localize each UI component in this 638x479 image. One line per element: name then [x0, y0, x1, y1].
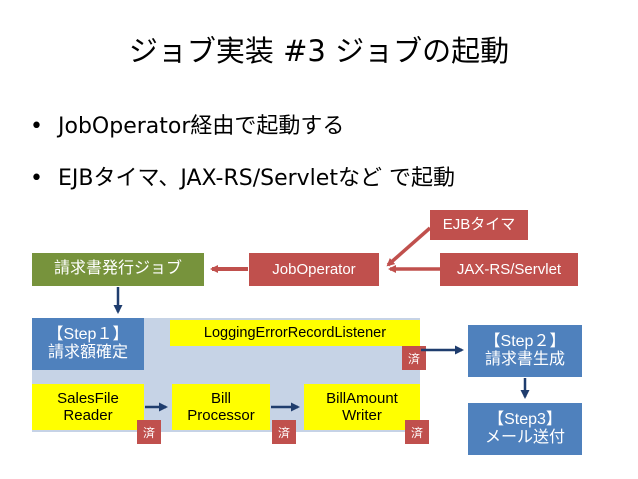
bullet-symbol: •: [30, 166, 43, 191]
processor-done-badge: 済: [272, 420, 296, 444]
reader-box: SalesFile Reader: [32, 384, 144, 430]
bullet-text-1: JobOperator経由で起動する: [58, 114, 345, 139]
writer-done-badge: 済: [405, 420, 429, 444]
processor-box: Bill Processor: [172, 384, 270, 430]
reader-line-1: SalesFile: [57, 389, 119, 407]
bullet-symbol: •: [30, 114, 43, 139]
step2-label: 【Step２】: [484, 332, 566, 350]
reader-done-badge: 済: [137, 420, 161, 444]
writer-box: BillAmount Writer: [304, 384, 420, 430]
slide-title: ジョブ実装 #3 ジョブの起動: [128, 34, 510, 68]
processor-line-2: Processor: [187, 407, 255, 424]
step3-label: 【Step3】: [488, 410, 562, 428]
bullet-text-2: EJBタイマ、JAX-RS/Servletなど で起動: [58, 166, 455, 191]
step2-box: 【Step２】 請求書生成: [468, 325, 582, 377]
step1-name: 請求額確定: [47, 344, 128, 361]
processor-line-1: Bill: [210, 389, 231, 407]
step1-label: 【Step１】: [47, 325, 129, 343]
step3-box: 【Step3】 メール送付: [468, 403, 582, 455]
listener-box: LoggingErrorRecordListener: [170, 320, 420, 346]
job-operator-box: JobOperator: [249, 253, 379, 286]
listener-done-badge: 済: [402, 346, 426, 370]
step3-name: メール送付: [484, 429, 565, 446]
jax-rs-box: JAX-RS/Servlet: [440, 253, 578, 286]
writer-line-1: BillAmount: [326, 389, 398, 407]
bullet-item-1: • JobOperator経由で起動する: [30, 108, 344, 140]
step2-name: 請求書生成: [484, 351, 565, 368]
ejb-timer-box: EJBタイマ: [430, 210, 528, 240]
billing-job-box: 請求書発行ジョブ: [32, 253, 204, 286]
arrow-ejb-to-operator: [386, 226, 432, 267]
writer-line-2: Writer: [342, 407, 382, 424]
reader-line-2: Reader: [63, 407, 113, 424]
bullet-item-2: • EJBタイマ、JAX-RS/Servletなど で起動: [30, 160, 455, 192]
step1-box: 【Step１】 請求額確定: [32, 318, 144, 370]
